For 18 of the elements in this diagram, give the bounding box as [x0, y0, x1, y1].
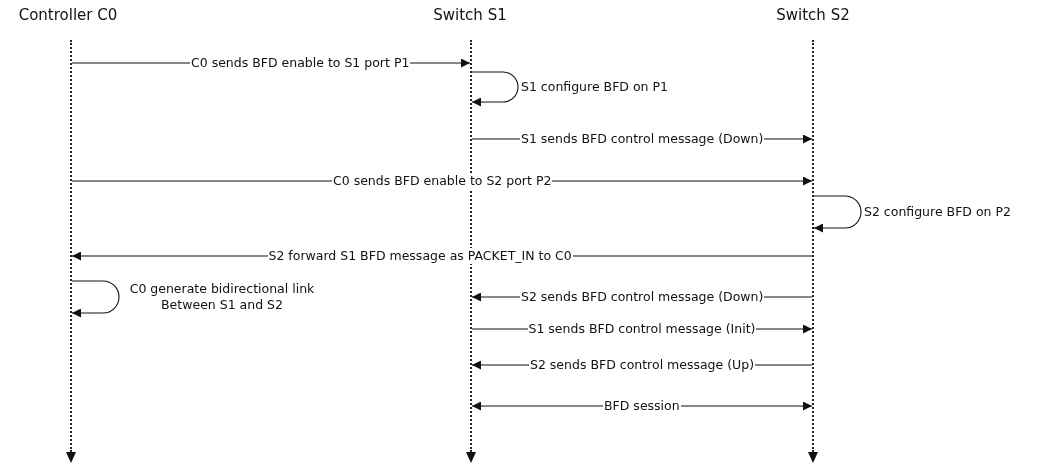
edge-label: C0 generate bidirectional link Between S1 and S2: [128, 281, 316, 313]
participant-label: Switch S1: [433, 6, 507, 24]
participant-label: Switch S2: [776, 6, 850, 24]
edge-label: S2 configure BFD on P2: [863, 204, 1012, 220]
edge-label: S2 forward S1 BFD message as PACKET_IN to C0: [267, 248, 573, 264]
self-message-arrow: [813, 195, 862, 233]
edge-label: C0 sends BFD enable to S2 port P2: [332, 173, 553, 189]
edge-label: S1 sends BFD control message (Down): [520, 131, 765, 147]
participant-label: Controller C0: [18, 6, 118, 24]
edge-label: S2 sends BFD control message (Down): [520, 289, 765, 305]
edge-label: S2 sends BFD control message (Up): [529, 357, 756, 373]
lifeline: [70, 40, 72, 452]
self-message-arrow: [471, 71, 519, 107]
edge-label: C0 sends BFD enable to S1 port P1: [190, 55, 411, 71]
edge-label: S1 sends BFD control message (Init): [527, 321, 757, 337]
edge-label: S1 configure BFD on P1: [520, 79, 669, 95]
lifeline: [812, 40, 814, 452]
self-message-arrow: [71, 280, 120, 318]
